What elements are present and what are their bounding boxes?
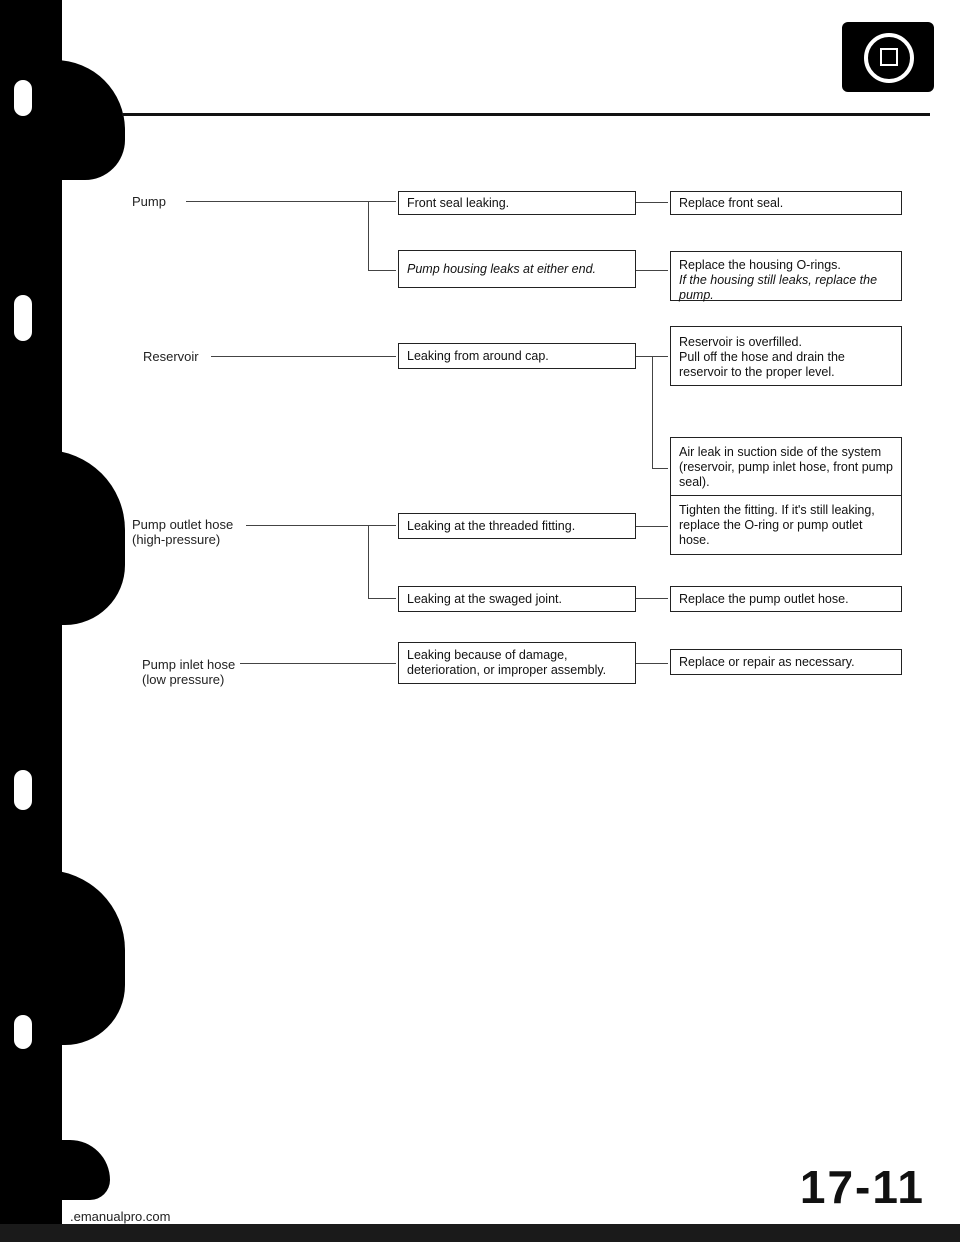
steering-wheel-ring (864, 33, 914, 83)
binding-tab (30, 450, 125, 625)
connector (368, 270, 396, 271)
fix-text: If the housing still leaks, replace the … (679, 273, 878, 302)
cause-box: Leaking at the threaded fitting. (398, 513, 636, 539)
cause-box: Front seal leaking. (398, 191, 636, 215)
row-label-inlet: Pump inlet hose (low pressure) (142, 657, 235, 687)
connector (368, 598, 396, 599)
connector (652, 356, 653, 468)
binding-hole (14, 80, 32, 116)
fix-box: Reservoir is overfilled. Pull off the ho… (670, 326, 902, 386)
connector (636, 202, 668, 203)
connector (240, 663, 396, 664)
steering-wheel-icon (842, 22, 934, 92)
fix-text: Reservoir is overfilled. (679, 335, 802, 349)
row-label-pump: Pump (132, 194, 166, 209)
connector (636, 526, 668, 527)
binding-hole (14, 1015, 32, 1049)
fix-text: Replace the housing O-rings. (679, 258, 841, 272)
connector (368, 201, 369, 270)
connector (636, 270, 668, 271)
connector (186, 201, 396, 202)
connector (211, 356, 396, 357)
connector (246, 525, 396, 526)
row-label-text: Pump outlet hose (132, 517, 234, 532)
row-label-outlet: Pump outlet hose (high-pressure) (132, 517, 233, 547)
connector (636, 598, 668, 599)
row-label-text: Pump inlet hose (142, 657, 236, 672)
fix-box: Replace or repair as necessary. (670, 649, 902, 675)
steering-wheel-hub (880, 48, 898, 66)
cause-box: Leaking at the swaged joint. (398, 586, 636, 612)
cause-box: Pump housing leaks at either end. (398, 250, 636, 288)
fix-box: Replace the pump outlet hose. (670, 586, 902, 612)
watermark-url: .emanualpro.com (70, 1209, 171, 1224)
bottom-bar (0, 1224, 960, 1242)
connector (652, 468, 668, 469)
fix-box: Tighten the fitting. If it's still leaki… (670, 495, 902, 555)
cause-box: Leaking because of damage, deterioration… (398, 642, 636, 684)
row-label-text: (low pressure) (142, 672, 225, 687)
row-label-text: (high-pressure) (132, 532, 221, 547)
binding-hole (14, 770, 32, 810)
connector (368, 525, 369, 598)
fix-text: Pull off the hose and drain the reservoi… (679, 350, 845, 379)
page-number: 17-11 (799, 1161, 925, 1213)
binding-tab (30, 870, 125, 1045)
cause-box: Leaking from around cap. (398, 343, 636, 369)
binding-hole (14, 295, 32, 341)
binding-tab (40, 1140, 110, 1200)
connector (636, 663, 668, 664)
fix-box: Air leak in suction side of the system (… (670, 437, 902, 497)
header-rule (122, 113, 930, 116)
fix-box: Replace front seal. (670, 191, 902, 215)
binding-tab (30, 60, 125, 180)
fix-box: Replace the housing O-rings. If the hous… (670, 251, 902, 302)
row-label-reservoir: Reservoir (143, 349, 199, 364)
